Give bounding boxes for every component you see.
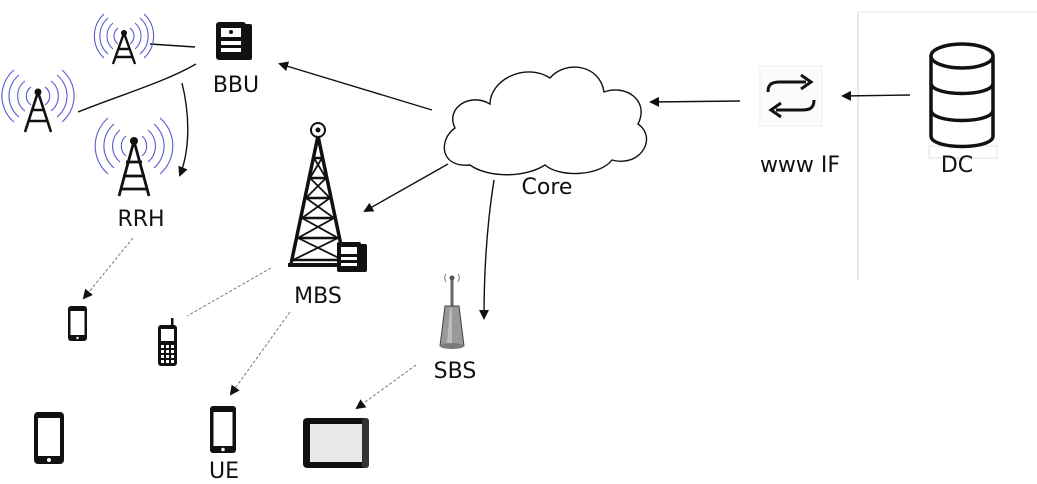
- sbs-label: SBS: [434, 359, 477, 384]
- core-cloud-icon: [443, 66, 648, 176]
- arrow-core-bbu: [278, 61, 433, 111]
- bbu-label: BBU: [213, 73, 259, 98]
- arrow-mbs-ue: [229, 311, 291, 396]
- ue-smartphone-icon: [210, 406, 236, 453]
- link-antenna-left-bbu: [77, 63, 197, 113]
- mbs-label: MBS: [294, 284, 342, 309]
- arrow-rrh-phone: [82, 237, 134, 300]
- mbs-baseband-icon: [337, 242, 367, 272]
- ue-label: UE: [209, 459, 239, 484]
- arrow-dc-wwwif: [841, 90, 911, 101]
- feature-phone-icon: [158, 318, 177, 366]
- rrh-antenna-icon: [94, 117, 174, 197]
- antenna-left-icon: [1, 69, 75, 133]
- tablet-icon: [303, 418, 369, 468]
- large-smartphone-icon: [34, 412, 64, 464]
- connections: [77, 43, 911, 320]
- arrow-core-sbs: [479, 179, 495, 320]
- dc-label: DC: [941, 153, 973, 178]
- sbs-small-cell-icon: [439, 273, 465, 349]
- database-icon: [928, 42, 998, 159]
- link-mbs-feature-phone: [186, 267, 272, 317]
- bbu-server-icon: [216, 22, 252, 60]
- smartphone-icon: [68, 306, 87, 341]
- wireless-links: [82, 237, 417, 410]
- www-if-label: www IF: [760, 153, 840, 178]
- arrow-sbs-tablet: [355, 364, 417, 410]
- arrow-bbu-rrh: [178, 82, 189, 177]
- arrow-core-mbs: [363, 163, 449, 212]
- antenna-top-icon: [93, 13, 155, 65]
- link-antenna-top-bbu: [149, 43, 196, 48]
- core-label: Core: [522, 175, 573, 200]
- arrow-wwwif-core: [649, 96, 741, 107]
- rrh-label: RRH: [117, 207, 164, 232]
- exchange-arrows-icon: [759, 65, 823, 127]
